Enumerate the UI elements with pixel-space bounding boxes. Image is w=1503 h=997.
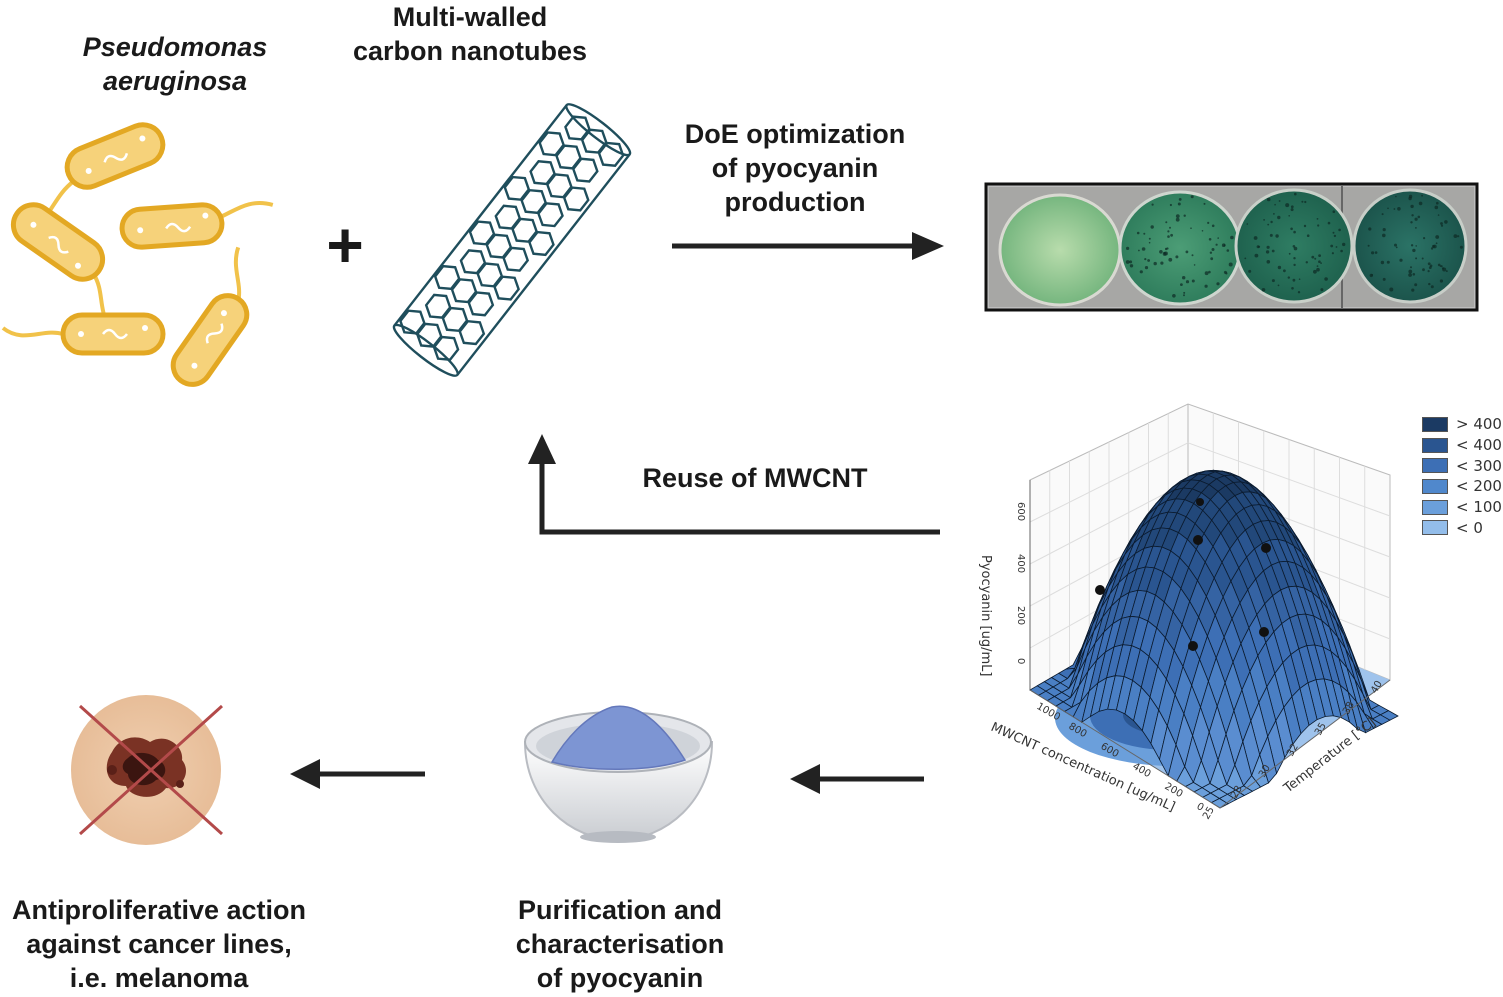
data-point bbox=[1193, 535, 1203, 545]
legend-swatch bbox=[1422, 478, 1448, 494]
legend-swatch bbox=[1422, 499, 1448, 515]
arrow-to-antiproliferative bbox=[290, 759, 425, 789]
antiproliferative-label: Antiproliferative action against cancer … bbox=[0, 893, 318, 995]
doe-line2: of pyocyanin bbox=[711, 153, 879, 183]
legend-swatch bbox=[1422, 520, 1448, 536]
x-tick-label: 0 bbox=[1195, 801, 1206, 814]
z-tick-label: 600 bbox=[1015, 502, 1026, 521]
nanotubes-label: Multi-walled carbon nanotubes bbox=[320, 0, 620, 68]
organism-line2: aeruginosa bbox=[102, 66, 248, 96]
legend-item: < 200 bbox=[1422, 476, 1502, 497]
antiproliferative-line2: against cancer lines, bbox=[26, 929, 292, 959]
legend-label: < 200 bbox=[1456, 477, 1502, 496]
legend-label: < 400 bbox=[1456, 436, 1502, 455]
surface-plot bbox=[1029, 403, 1399, 809]
legend-label: < 300 bbox=[1456, 456, 1502, 475]
organism-line1: Pseudomonas bbox=[82, 32, 268, 62]
data-point bbox=[1188, 641, 1198, 651]
purification-line3: of pyocyanin bbox=[536, 963, 704, 993]
nanotube-icon bbox=[392, 103, 632, 377]
doe-label: DoE optimization of pyocyanin production bbox=[640, 117, 950, 219]
z-tick-label: 0 bbox=[1015, 658, 1026, 664]
arrow-reuse bbox=[528, 434, 940, 535]
legend-label: < 0 bbox=[1456, 518, 1483, 537]
nanotubes-line1: Multi-walled bbox=[392, 2, 548, 32]
purification-label: Purification and characterisation of pyo… bbox=[470, 893, 770, 995]
legend-item: > 400 bbox=[1422, 414, 1502, 435]
legend-item: < 300 bbox=[1422, 455, 1502, 476]
z-tick-label: 200 bbox=[1015, 606, 1026, 625]
antiproliferative-line3: i.e. melanoma bbox=[69, 963, 249, 993]
data-point bbox=[1259, 627, 1269, 637]
doe-line1: DoE optimization bbox=[684, 119, 906, 149]
legend-swatch bbox=[1422, 458, 1448, 474]
plot-legend: > 400 < 400< 300 < 200 < 100< 0 bbox=[1422, 414, 1502, 538]
melanoma-icon bbox=[71, 695, 224, 845]
organism-label: Pseudomonas aeruginosa bbox=[30, 30, 320, 98]
doe-line3: production bbox=[724, 187, 866, 217]
reuse-label: Reuse of MWCNT bbox=[642, 463, 868, 493]
legend-item: < 0 bbox=[1422, 517, 1502, 538]
bacterium-icon bbox=[1, 312, 166, 356]
bacteria-group bbox=[1, 122, 274, 387]
bacterium-icon bbox=[10, 202, 111, 328]
legend-label: > 400 bbox=[1456, 415, 1502, 434]
bacterium-icon bbox=[170, 246, 250, 387]
arrow-to-plates bbox=[672, 232, 944, 260]
nanotubes-line2: carbon nanotubes bbox=[352, 36, 588, 66]
legend-item: < 400 bbox=[1422, 435, 1502, 456]
z-axis-label: Pyocyanin [ug/mL] bbox=[978, 555, 993, 676]
plus-sign: + bbox=[326, 209, 364, 281]
arrow-to-purification bbox=[790, 764, 924, 794]
bacterium-icon bbox=[119, 201, 274, 250]
purification-line2: characterisation bbox=[515, 929, 725, 959]
legend-label: < 100 bbox=[1456, 498, 1502, 517]
petri-plates-photo bbox=[984, 182, 1479, 312]
data-point bbox=[1196, 498, 1204, 506]
data-point bbox=[1261, 543, 1271, 553]
purification-line1: Purification and bbox=[517, 895, 723, 925]
data-point bbox=[1095, 585, 1105, 595]
bowl-icon bbox=[523, 705, 714, 843]
antiproliferative-line1: Antiproliferative action bbox=[11, 895, 307, 925]
legend-swatch bbox=[1422, 416, 1448, 432]
legend-swatch bbox=[1422, 437, 1448, 453]
legend-item: < 100 bbox=[1422, 497, 1502, 518]
z-tick-label: 400 bbox=[1015, 554, 1026, 573]
